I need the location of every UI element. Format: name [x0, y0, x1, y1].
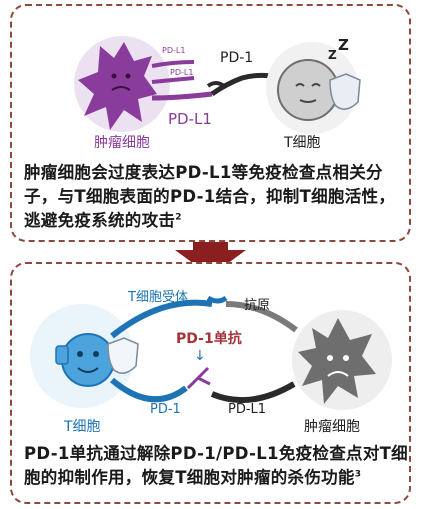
tumor-cell-gray-icon: [298, 318, 376, 404]
pd1-label: PD-1: [220, 50, 254, 66]
thumbs-up-icon: [55, 345, 69, 365]
bottom-caption-ref: 3: [354, 469, 362, 480]
bottom-panel: T细胞受体 抗原 PD-1单抗 ↓ T细胞 PD-1 PD-L1 肿瘤细胞 PD…: [10, 262, 411, 504]
pdl1-small-label-1: PD-L1: [162, 46, 186, 55]
antigen-label: 抗原: [244, 298, 271, 313]
tcell-icon: [277, 59, 339, 121]
bottom-caption-text: PD-1单抗通过解除PD-1/PD-L1免疫检查点对T细胞的抑制作用，恢复T细胞…: [24, 444, 408, 487]
pd1-label-bottom: PD-1: [150, 402, 181, 417]
antibody-label: PD-1单抗: [176, 331, 242, 347]
tcr-label: T细胞受体: [128, 290, 188, 305]
tcell-label: T细胞: [284, 135, 321, 151]
tumor-cell-label: 肿瘤细胞: [94, 135, 150, 151]
top-caption-text: 肿瘤细胞会过度表达PD-L1等免疫检查点相关分子，与T细胞表面的PD-1结合，抑…: [24, 163, 396, 230]
pdl1-label: PD-L1: [168, 110, 212, 128]
top-caption-ref: 2: [175, 212, 182, 223]
bottom-illustration: [30, 295, 392, 410]
bottom-caption: PD-1单抗通过解除PD-1/PD-L1免疫检查点对T细胞的抑制作用，恢复T细胞…: [24, 442, 410, 490]
sleep-icon-large: Z: [338, 36, 349, 54]
sleep-icon: Z: [328, 48, 337, 62]
shield-icon: [329, 73, 361, 110]
pdl1-label-bottom: PD-L1: [228, 402, 267, 417]
arrow-down-icon: ↓: [194, 348, 206, 364]
tcell-blue-icon: [61, 333, 115, 387]
pdl1-small-label-2: PD-L1: [170, 68, 194, 77]
top-caption: 肿瘤细胞会过度表达PD-L1等免疫检查点相关分子，与T细胞表面的PD-1结合，抑…: [24, 161, 410, 233]
shield-icon-bottom: [107, 337, 139, 374]
tcell-label-bottom: T细胞: [64, 419, 101, 435]
tumor-cell-icon: [78, 42, 157, 130]
tumor-label-bottom: 肿瘤细胞: [304, 419, 360, 435]
top-illustration: [74, 36, 361, 134]
top-panel: PD-L1 PD-L1 PD-1 PD-L1 肿瘤细胞 T细胞 Z Z 肿瘤细胞…: [10, 4, 411, 242]
